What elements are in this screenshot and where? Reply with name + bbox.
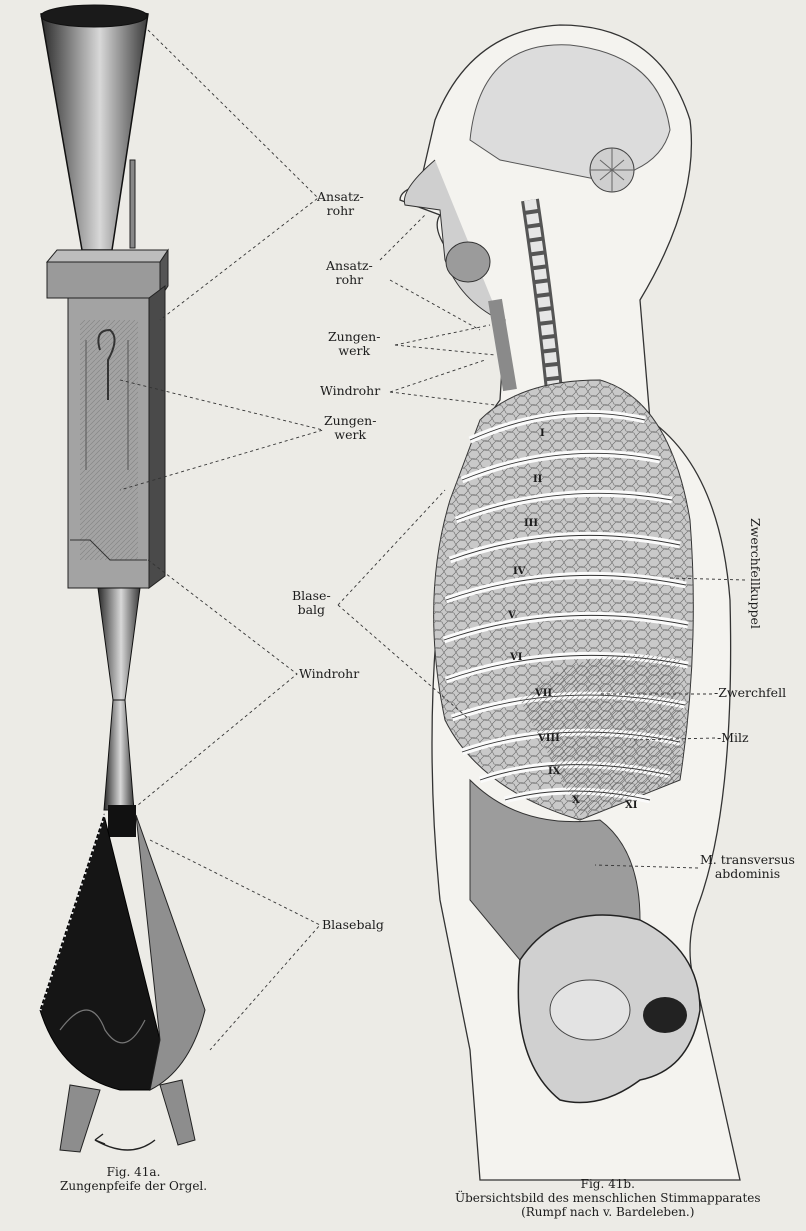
rib-numeral: VII bbox=[535, 688, 552, 699]
label-zungenwerk-a: Zungen-werk bbox=[324, 414, 376, 442]
rib-numeral: V bbox=[508, 610, 516, 621]
caption-fig-41a: Fig. 41a.Zungenpfeife der Orgel. bbox=[60, 1165, 207, 1193]
rib-numeral: IX bbox=[548, 766, 560, 777]
rib-numeral: II bbox=[533, 474, 542, 485]
rib-numeral: I bbox=[540, 428, 545, 439]
rib-numeral: XI bbox=[625, 800, 637, 811]
label-milz: -Milz bbox=[717, 731, 749, 745]
label-windrohr-b: Windrohr bbox=[320, 384, 380, 398]
rib-numeral: III bbox=[524, 518, 538, 529]
label-zwerchfellkuppel: Zwerchfellkuppel bbox=[748, 518, 763, 629]
rib-numeral: VI bbox=[510, 652, 522, 663]
label-blasebalg-b: Blase-balg bbox=[292, 589, 331, 617]
caption-fig-41b: Fig. 41b.Übersichtsbild des menschlichen… bbox=[455, 1177, 761, 1219]
torso-drawing bbox=[400, 25, 740, 1180]
label-zwerchfell: -Zwerchfell bbox=[714, 686, 786, 700]
rib-numeral: IV bbox=[513, 566, 525, 577]
label-blasebalg-a: Blasebalg bbox=[322, 918, 384, 932]
organ-pipe-drawing bbox=[40, 5, 205, 1152]
label-ansatzrohr-b: Ansatz-rohr bbox=[326, 259, 373, 287]
rib-numeral: X bbox=[572, 795, 580, 806]
label-ansatzrohr-a: Ansatz-rohr bbox=[317, 190, 364, 218]
label-zungenwerk-b: Zungen-werk bbox=[328, 330, 380, 358]
label-windrohr-a: Windrohr bbox=[299, 667, 359, 681]
rib-numeral: VIII bbox=[538, 733, 560, 744]
